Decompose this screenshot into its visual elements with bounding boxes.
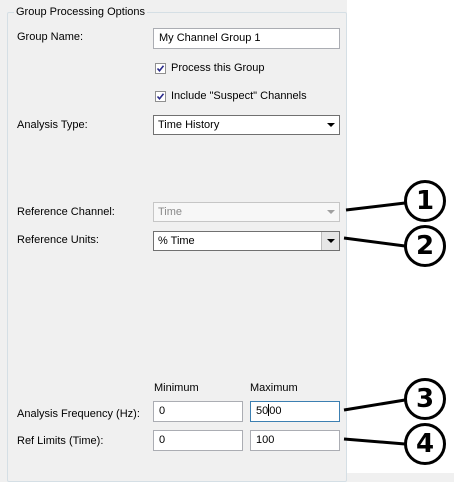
- max-text-before-caret: 50: [256, 405, 269, 417]
- reference-units-label: Reference Units:: [17, 234, 99, 246]
- checkmark-icon: [155, 62, 166, 74]
- text-caret: [268, 404, 270, 416]
- minimum-column-header: Minimum: [154, 382, 199, 394]
- group-name-label: Group Name:: [17, 31, 84, 43]
- analysis-type-label: Analysis Type:: [17, 119, 88, 131]
- analysis-type-value: Time History: [158, 119, 220, 131]
- maximum-column-header: Maximum: [250, 382, 298, 394]
- process-group-checkbox[interactable]: Process this Group: [155, 62, 265, 74]
- analysis-frequency-max-input[interactable]: 5000: [250, 401, 340, 422]
- include-suspect-checkbox[interactable]: Include "Suspect" Channels: [155, 90, 307, 102]
- ref-limits-min-input[interactable]: 0: [153, 430, 243, 451]
- analysis-frequency-label: Analysis Frequency (Hz):: [17, 408, 140, 420]
- reference-channel-label: Reference Channel:: [17, 206, 115, 218]
- reference-units-select[interactable]: % Time: [153, 231, 340, 251]
- callout-1: 1: [404, 180, 446, 222]
- callout-3: 3: [404, 378, 446, 420]
- ref-limits-label: Ref Limits (Time):: [17, 435, 104, 447]
- include-suspect-label: Include "Suspect" Channels: [171, 90, 307, 102]
- group-box-title: Group Processing Options: [14, 5, 148, 19]
- callout-4: 4: [404, 423, 446, 465]
- reference-channel-value: Time: [158, 206, 183, 218]
- process-group-label: Process this Group: [171, 62, 265, 74]
- max-text-after-caret: 00: [269, 405, 282, 417]
- chevron-down-icon: [327, 239, 335, 243]
- chevron-down-icon: [327, 123, 335, 127]
- chevron-down-icon: [327, 210, 335, 214]
- reference-units-value: % Time: [158, 235, 195, 247]
- checkmark-icon: [155, 90, 166, 102]
- reference-channel-select: Time: [153, 202, 340, 222]
- group-name-input[interactable]: My Channel Group 1: [153, 28, 340, 49]
- dropdown-button[interactable]: [321, 232, 339, 250]
- callout-2: 2: [404, 225, 446, 267]
- analysis-frequency-min-input[interactable]: 0: [153, 401, 243, 422]
- analysis-type-select[interactable]: Time History: [153, 115, 340, 135]
- ref-limits-max-input[interactable]: 100: [250, 430, 340, 451]
